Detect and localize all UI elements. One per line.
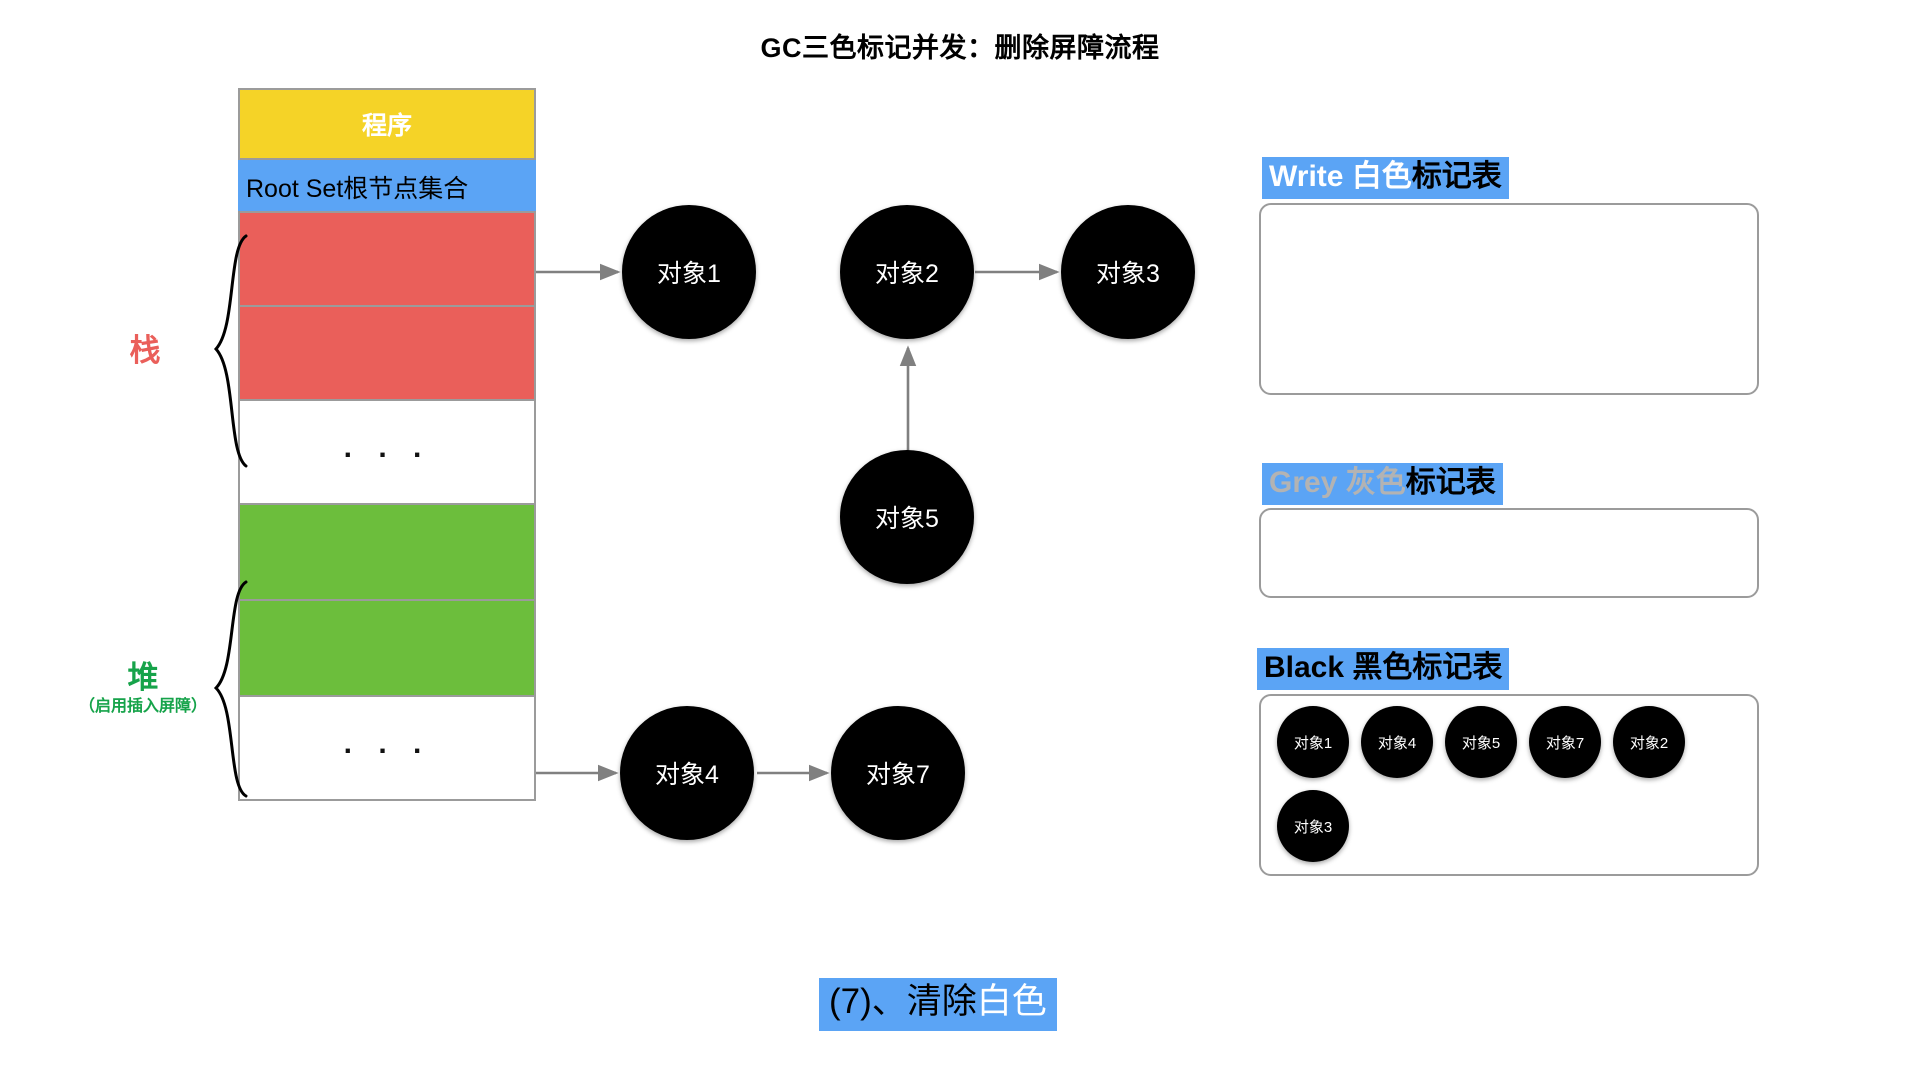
heap-ellipsis-cell: . . . [238, 695, 536, 801]
chip-label: 对象1 [1293, 734, 1333, 752]
stack-ellipsis-cell: . . . [238, 399, 536, 505]
page-title: GC三色标记并发：删除屏障流程 [760, 33, 1160, 63]
stack-slot-1 [238, 211, 536, 307]
memory-column: 程序 Root Set根节点集合 . . . . . . [238, 88, 536, 801]
grey-mark-table-body [1259, 508, 1759, 598]
root-set-label: Root Set根节点集合 [246, 174, 469, 203]
object-node-obj3[interactable]: 对象3 [1061, 205, 1195, 339]
black-table-chip[interactable]: 对象7 [1529, 706, 1601, 778]
chip-label: 对象5 [1461, 734, 1501, 752]
white-mark-table-header: Write 白色标记表 [1262, 157, 1509, 199]
ellipsis-label: . . . [343, 431, 431, 464]
step-caption-prefix: (7)、清除 [829, 982, 977, 1021]
grey-table-keyword: Grey [1269, 466, 1338, 499]
object-node-obj7[interactable]: 对象7 [831, 706, 965, 840]
black-table-chip-list: 对象1 对象4 对象5 对象7 对象2 对象3 [1277, 706, 1745, 862]
black-table-color-word: 黑色 [1352, 651, 1413, 684]
heap-label-note: （启用插入屏障） [78, 697, 207, 715]
black-table-chip[interactable]: 对象3 [1277, 790, 1349, 862]
white-table-keyword: Write [1269, 160, 1344, 193]
black-table-chip[interactable]: 对象4 [1361, 706, 1433, 778]
object-node-obj4[interactable]: 对象4 [620, 706, 754, 840]
step-caption-highlight: 白色 [976, 982, 1047, 1021]
object-label: 对象5 [875, 505, 939, 533]
heap-label-text: 堆 [127, 660, 159, 695]
heap-group-label: 堆 （启用插入屏障） [48, 660, 238, 716]
black-table-chip[interactable]: 对象2 [1613, 706, 1685, 778]
heap-brace [213, 580, 248, 798]
object-node-obj2[interactable]: 对象2 [840, 205, 974, 339]
chip-label: 对象2 [1629, 734, 1669, 752]
object-label: 对象4 [655, 761, 719, 789]
grey-table-tail: 标记表 [1405, 466, 1496, 499]
object-label: 对象1 [657, 260, 721, 288]
black-table-chip[interactable]: 对象5 [1445, 706, 1517, 778]
grey-table-color-word: 灰色 [1345, 466, 1406, 499]
stack-brace [213, 234, 248, 468]
object-node-obj1[interactable]: 对象1 [622, 205, 756, 339]
heap-slot-2 [238, 599, 536, 697]
black-mark-table-body: 对象1 对象4 对象5 对象7 对象2 对象3 [1259, 694, 1759, 876]
black-mark-table-header: Black 黑色标记表 [1257, 648, 1510, 690]
black-table-chip[interactable]: 对象1 [1277, 706, 1349, 778]
program-cell: 程序 [238, 88, 536, 160]
object-label: 对象7 [866, 761, 930, 789]
white-mark-table-body [1259, 203, 1759, 395]
stack-group-label: 栈 [90, 333, 200, 369]
grey-mark-table-header: Grey 灰色标记表 [1262, 463, 1503, 505]
black-table-tail: 标记表 [1412, 651, 1503, 684]
ellipsis-label: . . . [343, 727, 431, 760]
chip-label: 对象7 [1545, 734, 1585, 752]
black-table-keyword: Black [1264, 651, 1345, 684]
stack-label-text: 栈 [129, 333, 161, 368]
object-node-obj5[interactable]: 对象5 [840, 450, 974, 584]
heap-slot-1 [238, 503, 536, 601]
chip-label: 对象3 [1293, 818, 1333, 836]
object-label: 对象2 [875, 260, 939, 288]
object-label: 对象3 [1096, 260, 1160, 288]
chip-label: 对象4 [1377, 734, 1417, 752]
program-label: 程序 [361, 112, 412, 140]
step-caption: (7)、清除白色 [819, 978, 1057, 1031]
root-set-cell: Root Set根节点集合 [238, 160, 536, 213]
stack-slot-2 [238, 305, 536, 401]
white-table-color-word: 白色 [1351, 160, 1412, 193]
white-table-tail: 标记表 [1411, 160, 1502, 193]
